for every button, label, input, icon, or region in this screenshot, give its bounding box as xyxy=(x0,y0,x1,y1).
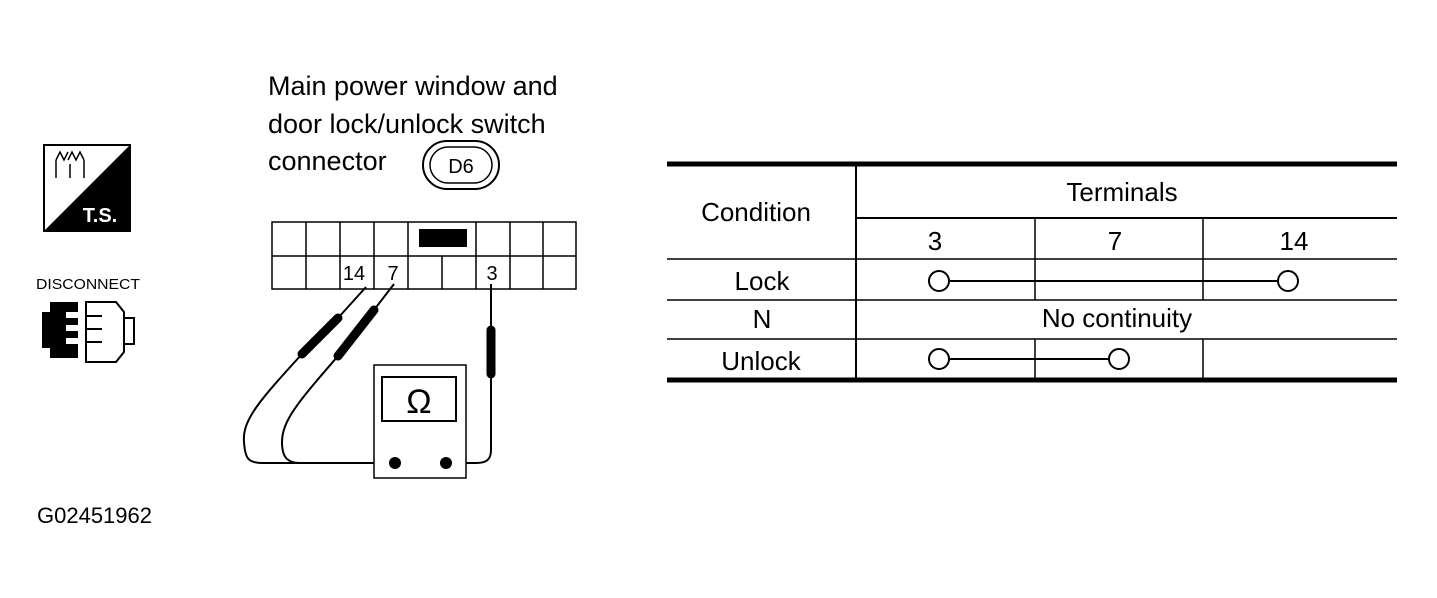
terminal-label-14: 14 xyxy=(343,263,365,285)
ohmmeter: Ω xyxy=(373,364,467,479)
probe-7 xyxy=(280,283,395,464)
terminal-column-14: 14 xyxy=(1280,226,1309,256)
probe-14 xyxy=(242,286,394,464)
continuity-table: Condition Terminals 3 7 14 Lock N Unlock… xyxy=(667,161,1397,383)
terminal-label-3: 3 xyxy=(486,263,497,285)
disconnect-icon: DISCONNECT xyxy=(36,276,140,363)
continuity-unlock-3-7 xyxy=(928,348,1130,370)
terminal-label-7: 7 xyxy=(387,263,398,285)
connector-title-line-3: connector xyxy=(268,146,387,176)
ts-icon: T.S. xyxy=(43,144,131,232)
connector-id-badge: D6 xyxy=(422,140,500,190)
terminal-column-7: 7 xyxy=(1108,226,1122,256)
connector-title-line-2: door lock/unlock switch xyxy=(268,109,546,139)
figure-code: G02451962 xyxy=(37,503,152,528)
row-condition-unlock: Unlock xyxy=(721,346,801,376)
continuity-lock-3-14 xyxy=(928,270,1299,292)
connector-title-line-1: Main power window and xyxy=(268,71,558,101)
connector-id: D6 xyxy=(448,156,474,178)
meter-jack-right xyxy=(440,457,452,469)
ts-label: T.S. xyxy=(83,205,117,227)
ohm-symbol: Ω xyxy=(406,383,431,421)
connector-face xyxy=(271,221,577,290)
terminal-column-3: 3 xyxy=(928,226,942,256)
disconnect-label: DISCONNECT xyxy=(36,276,140,293)
terminals-header: Terminals xyxy=(1066,177,1177,207)
probe-3 xyxy=(446,284,496,464)
no-continuity-text: No continuity xyxy=(1042,303,1192,333)
row-condition-lock: Lock xyxy=(735,266,791,296)
row-condition-n: N xyxy=(753,304,772,334)
condition-header: Condition xyxy=(701,197,811,227)
connector-lock-tab xyxy=(419,229,467,247)
meter-jack-left xyxy=(389,457,401,469)
